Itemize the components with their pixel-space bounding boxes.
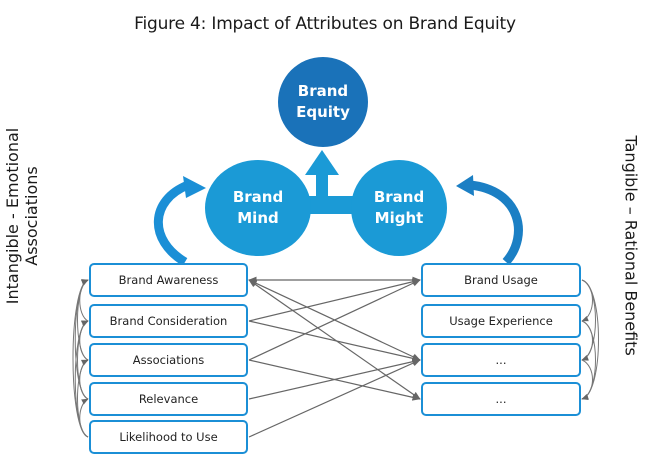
right-attribute-box: ...	[421, 382, 581, 416]
left-curved-arrow-head	[183, 176, 206, 198]
left-curved-arrow-icon	[153, 180, 190, 266]
right-curved-arrow-head	[456, 175, 474, 196]
node-label: Mind	[237, 209, 279, 227]
left-loop-arrow	[77, 320, 89, 400]
cross-link-arrow	[248, 359, 421, 438]
left-loop-arrow	[79, 320, 89, 361]
cross-link-arrow	[248, 279, 421, 361]
right-axis-label: Tangible – Rational Benefits	[621, 135, 641, 356]
right-loop-arrow	[581, 279, 599, 401]
right-loop-arrow	[581, 320, 596, 400]
left-attribute-box: Likelihood to Use	[89, 420, 248, 454]
right-loop-arrow	[581, 320, 593, 361]
left-axis-label: Intangible - Emotional Associations	[3, 116, 41, 316]
center-connector	[300, 150, 360, 214]
left-loop-arrow	[79, 398, 89, 438]
right-curved-arrow-icon	[469, 180, 523, 265]
left-loop-arrow	[74, 320, 89, 438]
node-label: Equity	[296, 103, 350, 121]
cross-link-arrow	[248, 358, 421, 400]
left-label-line: Intangible - Emotional	[3, 127, 22, 305]
left-label-line: Associations	[22, 166, 41, 266]
up-arrow-icon	[305, 150, 339, 175]
right-loop-arrow	[581, 359, 593, 400]
node-label: Brand	[232, 188, 284, 206]
node-label: Brand	[373, 188, 425, 206]
left-loop-arrow	[79, 279, 89, 322]
cross-link-arrow	[248, 279, 421, 400]
left-attribute-box: Brand Consideration	[89, 304, 248, 338]
right-attribute-box: Brand Usage	[421, 263, 581, 297]
left-attribute-box: Relevance	[89, 382, 248, 416]
right-attribute-box: Usage Experience	[421, 304, 581, 338]
cross-link-arrow	[248, 320, 421, 362]
left-loop-arrow	[79, 359, 89, 400]
left-attribute-box: Brand Awareness	[89, 263, 248, 297]
figure-title: Figure 4: Impact of Attributes on Brand …	[134, 14, 516, 34]
right-attribute-box: ...	[421, 343, 581, 377]
left-loop-arrow	[74, 279, 89, 400]
node-label: Might	[374, 209, 424, 227]
cross-link-arrow	[248, 278, 421, 322]
right-loop-arrow	[581, 279, 593, 322]
node-label: Brand	[297, 82, 349, 100]
left-attribute-box: Associations	[89, 343, 248, 377]
